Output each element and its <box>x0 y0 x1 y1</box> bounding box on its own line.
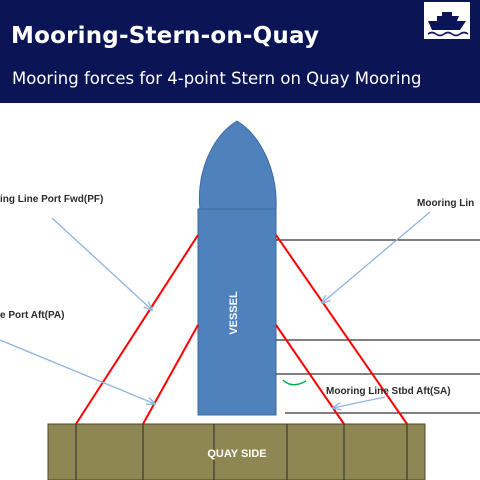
quay-side <box>47 423 426 480</box>
mooring-line-port-aft <box>142 324 199 425</box>
page-subtitle: Mooring forces for 4-point Stern on Quay… <box>12 69 422 88</box>
vessel-label: VESSEL <box>228 291 240 335</box>
pointer-port-fwd <box>51 217 152 310</box>
label-stbd-aft: Mooring Line Stbd Aft(SA) <box>326 386 451 397</box>
vessel-hull <box>197 208 277 416</box>
page-title: Mooring-Stern-on-Quay <box>11 23 320 49</box>
quay-label: QUAY SIDE <box>207 448 266 460</box>
pointer-stbd-fwd <box>322 211 431 303</box>
mooring-line-port-fwd <box>75 234 199 425</box>
label-port-aft: e Port Aft(PA) <box>0 310 64 321</box>
pointer-stbd-aft <box>333 396 386 408</box>
ship-icon <box>427 12 469 37</box>
vessel-bow <box>198 120 277 211</box>
label-port-fwd: ing Line Port Fwd(PF) <box>0 194 103 205</box>
mooring-line-stbd-fwd <box>275 234 408 425</box>
pointer-port-aft <box>0 339 155 404</box>
header-banner: Mooring-Stern-on-Quay Mooring forces for… <box>0 0 480 103</box>
label-stbd-fwd: Mooring Lin <box>417 198 474 209</box>
line-angle-arc <box>282 379 307 386</box>
mooring-diagram: VESSEL QUAY SIDE ing Line Port Fwd(PF) e… <box>0 120 480 480</box>
ship-logo <box>424 2 470 39</box>
